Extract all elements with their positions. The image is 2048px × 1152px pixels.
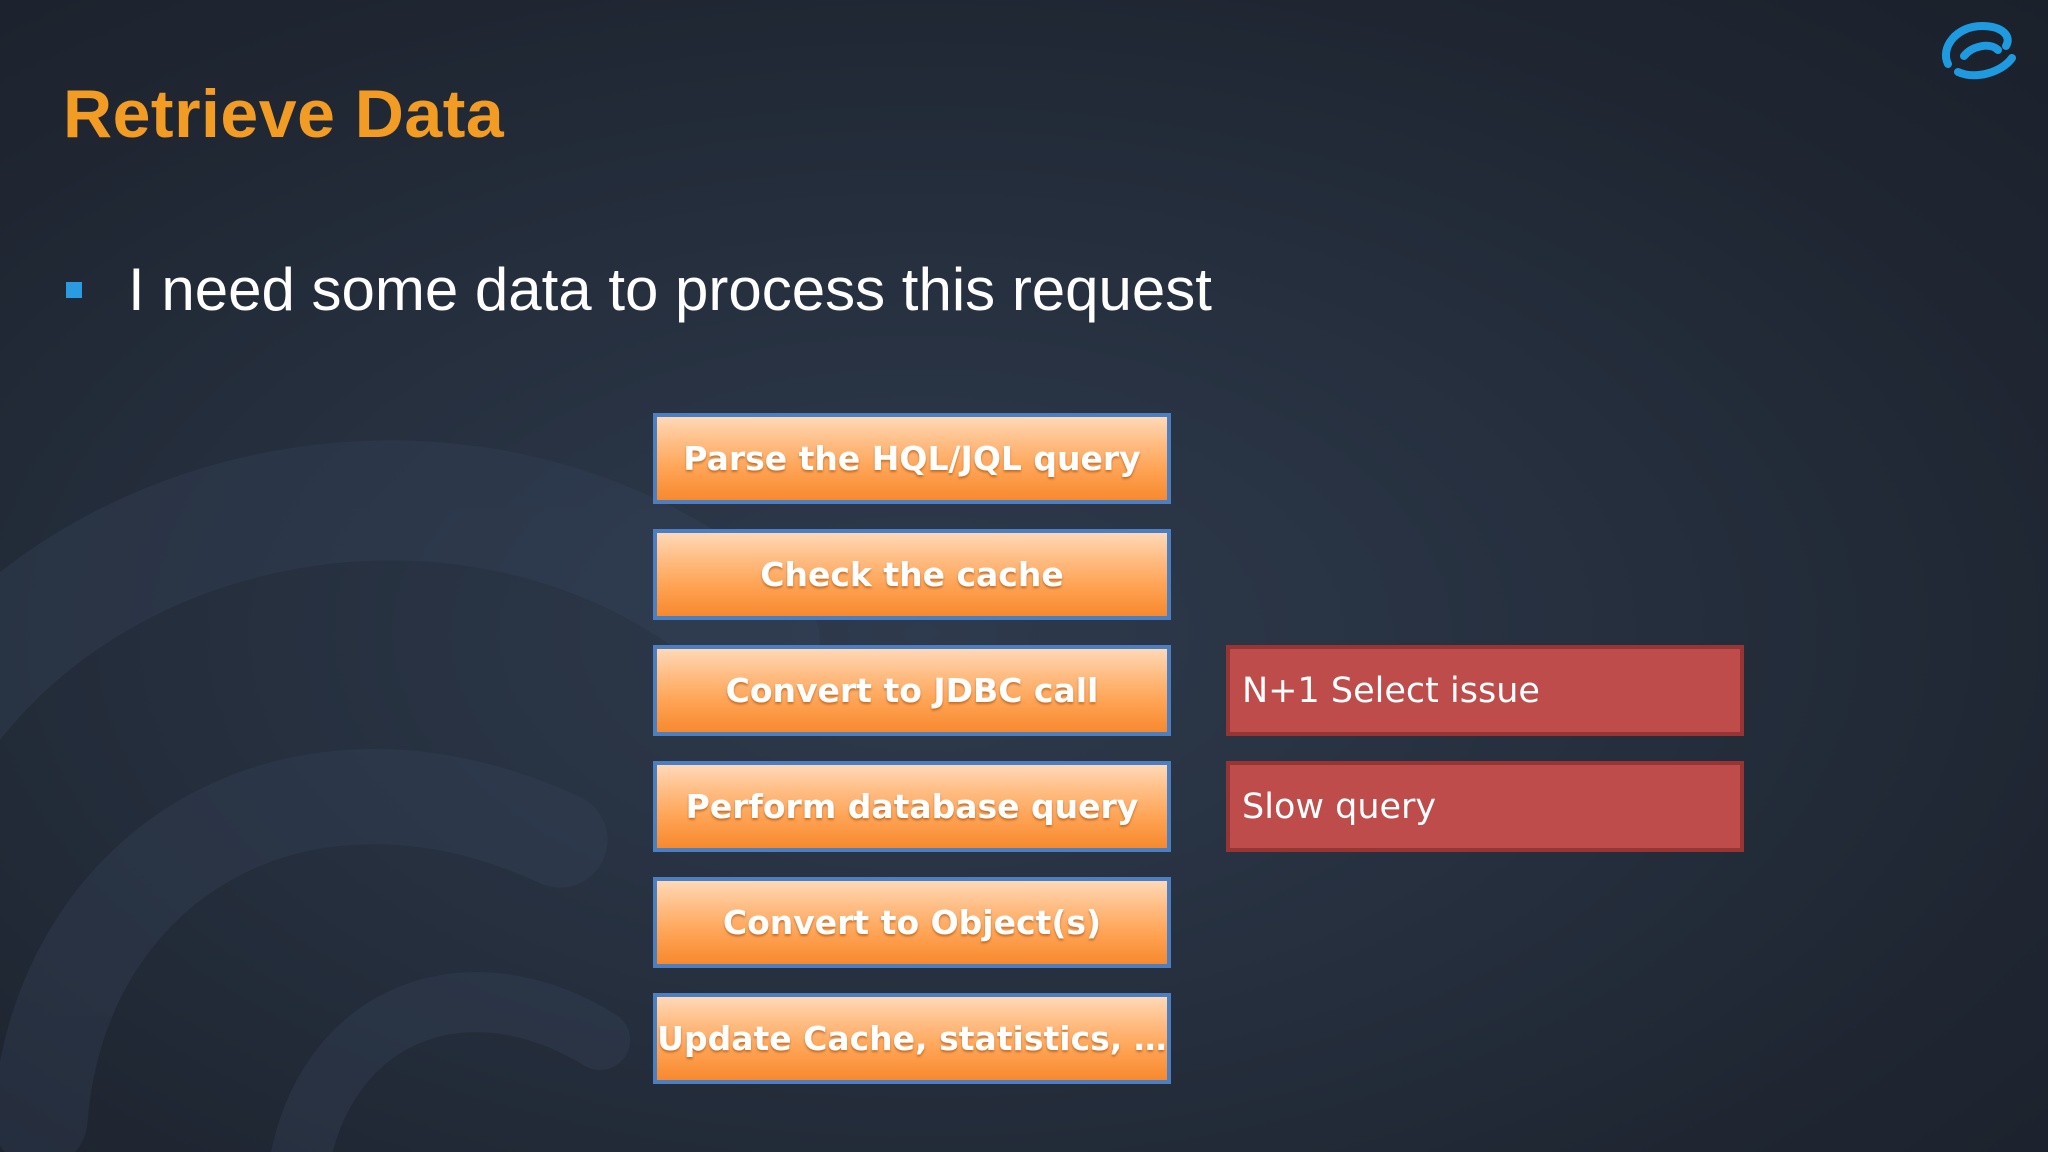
step-box-convert-objects: Convert to Object(s) (653, 877, 1171, 968)
swirl-logo-icon (1942, 21, 2016, 80)
bullet-text: I need some data to process this request (128, 256, 1212, 323)
step-box-convert-jdbc: Convert to JDBC call (653, 645, 1171, 736)
issue-list: N+1 Select issue Slow query (1226, 645, 1744, 877)
issue-box-slow-query: Slow query (1226, 761, 1744, 852)
slide-title: Retrieve Data (63, 76, 505, 152)
step-box-update-cache: Update Cache, statistics, … (653, 993, 1171, 1084)
process-steps: Parse the HQL/JQL query Check the cache … (653, 413, 1171, 1109)
step-box-database-query: Perform database query (653, 761, 1171, 852)
issue-box-n-plus-one: N+1 Select issue (1226, 645, 1744, 736)
step-box-parse-query: Parse the HQL/JQL query (653, 413, 1171, 504)
bullet-point: I need some data to process this request (66, 252, 1212, 328)
square-bullet-icon (66, 282, 82, 298)
step-box-check-cache: Check the cache (653, 529, 1171, 620)
